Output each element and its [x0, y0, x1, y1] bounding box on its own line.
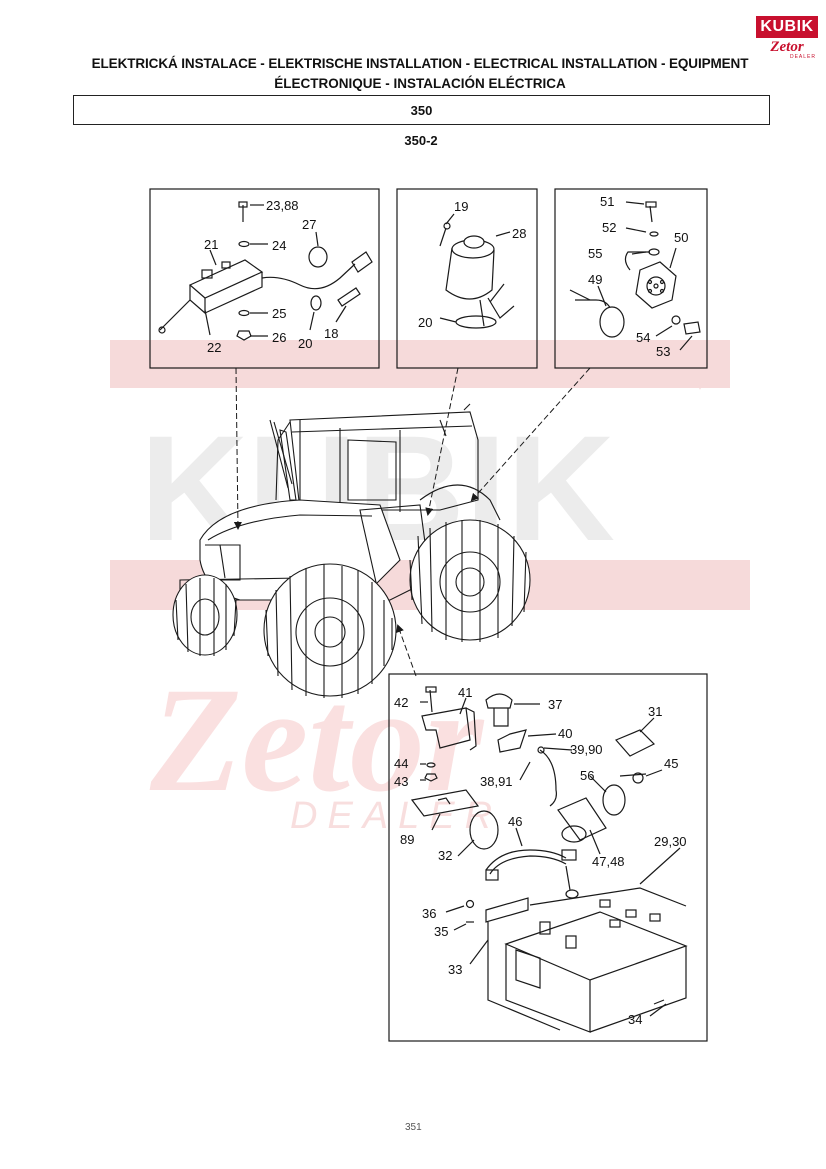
sub-code: 350-2 [404, 133, 438, 148]
callout-54: 54 [636, 330, 650, 345]
callout-41: 41 [458, 685, 472, 700]
callout-50: 50 [674, 230, 688, 245]
kubik-zetor-logo: KUBIK Zetor DEALER [756, 16, 818, 62]
title-line-2: ÉLECTRONIQUE - INSTALACIÓN ELÉCTRICA [274, 76, 566, 91]
callout-34: 34 [628, 1012, 642, 1027]
callout-28: 28 [512, 226, 526, 241]
callout-52: 52 [602, 220, 616, 235]
callout-36: 36 [422, 906, 436, 921]
callout-27: 27 [302, 217, 316, 232]
logo-zetor: Zetor [770, 39, 804, 55]
page-number: 351 [405, 1122, 422, 1133]
callout-32: 32 [438, 848, 452, 863]
callout-44: 44 [394, 756, 408, 771]
callout-29-30: 29,30 [654, 834, 687, 849]
detail-box-switch-labels: 23,88 24 27 21 25 26 22 20 18 [204, 198, 338, 355]
callout-51: 51 [600, 194, 614, 209]
callout-49: 49 [588, 272, 602, 287]
callout-35: 35 [434, 924, 448, 939]
callout-42: 42 [394, 695, 408, 710]
callout-56: 56 [580, 768, 594, 783]
callout-55: 55 [588, 246, 602, 261]
callout-19: 19 [454, 199, 468, 214]
callout-25: 25 [272, 306, 286, 321]
callout-18: 18 [324, 326, 338, 341]
callout-23-88: 23,88 [266, 198, 299, 213]
pointer-arrows [233, 367, 591, 677]
callout-47-48: 47,48 [592, 854, 625, 869]
callout-21: 21 [204, 237, 218, 252]
callout-53: 53 [656, 344, 670, 359]
callout-22: 22 [207, 340, 221, 355]
callout-39-90: 39,90 [570, 742, 603, 757]
callout-20a: 20 [298, 336, 312, 351]
detail-box-socket [396, 188, 538, 369]
callout-20b: 20 [418, 315, 432, 330]
callout-46: 46 [508, 814, 522, 829]
detail-box-switch [149, 188, 380, 369]
logo-dealer: DEALER [789, 54, 816, 60]
callout-43: 43 [394, 774, 408, 789]
callout-89: 89 [400, 832, 414, 847]
detail-box-socket-labels: 19 28 20 [418, 199, 526, 330]
title-line-1: ELEKTRICKÁ INSTALACE - ELEKTRISCHE INSTA… [91, 56, 749, 71]
callout-37: 37 [548, 697, 562, 712]
logo-kubik: KUBIK [756, 16, 818, 38]
detail-box-socket-7pin [554, 188, 708, 369]
watermark-dealer: DEALER [290, 795, 502, 837]
callout-33: 33 [448, 962, 462, 977]
callout-26: 26 [272, 330, 286, 345]
callout-40: 40 [558, 726, 572, 741]
group-code-box: 350 [73, 95, 770, 125]
detail-box-battery-labels: 42 41 37 40 31 39,90 44 43 38,91 56 45 8… [394, 685, 687, 1027]
callout-38-91: 38,91 [480, 774, 513, 789]
detail-box-battery [388, 673, 708, 1042]
group-code: 350 [410, 102, 433, 118]
callout-24: 24 [272, 238, 286, 253]
callout-31: 31 [648, 704, 662, 719]
callout-45: 45 [664, 756, 678, 771]
detail-box-socket-7pin-labels: 51 52 55 50 49 54 53 [588, 194, 688, 359]
